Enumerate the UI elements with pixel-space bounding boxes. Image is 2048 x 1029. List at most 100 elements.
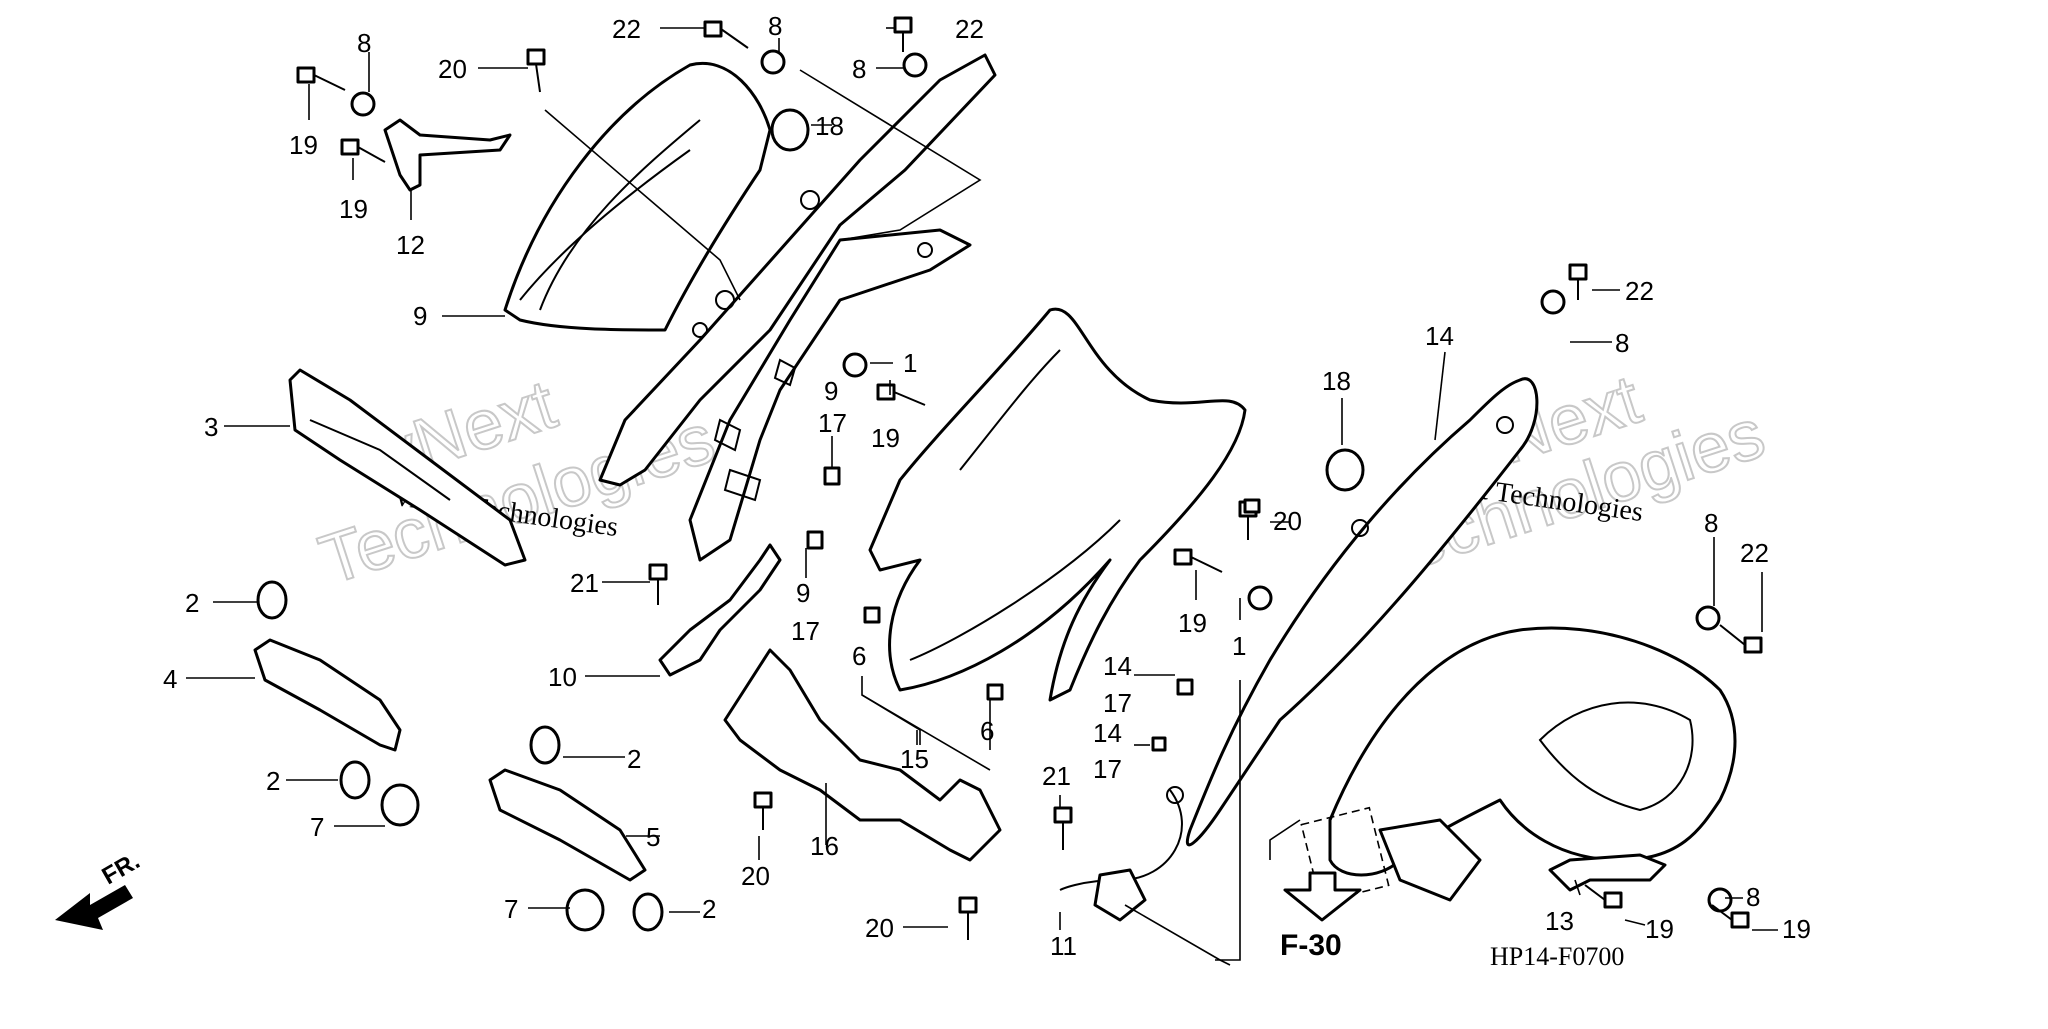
collar-icon: [1247, 585, 1273, 611]
callout-2: 2: [702, 894, 716, 924]
callout-19: 19: [339, 194, 368, 224]
callout-17: 17: [1103, 688, 1132, 718]
bolt-icon: [1584, 884, 1623, 909]
fastener-icons: [256, 49, 1733, 932]
windscreen-part: [503, 62, 772, 332]
callout-17: 17: [1093, 754, 1122, 784]
callout-8: 8: [1746, 882, 1760, 912]
bolt-icons: [296, 16, 1763, 940]
bolt-icon: [958, 896, 978, 940]
bolt-icon: [753, 791, 773, 830]
callout-9: 9: [796, 578, 810, 608]
callout-5: 5: [646, 822, 660, 852]
side-cowl-part: [1185, 377, 1539, 847]
collar-icon: [1695, 605, 1721, 631]
callout-15: 15: [900, 744, 929, 774]
grommet-icon: [565, 888, 605, 932]
callout-17: 17: [791, 616, 820, 646]
bracket-3-part: [288, 368, 527, 567]
callout-18: 18: [815, 111, 844, 141]
bracket-12-part: [383, 118, 512, 192]
grommet-icon: [380, 783, 420, 827]
direction-indicator: FR.: [55, 847, 144, 930]
bolt-icon: [296, 66, 346, 91]
bolt-icon: [1173, 548, 1223, 573]
callout-22: 22: [612, 14, 641, 44]
callout-19: 19: [871, 423, 900, 453]
collar-icon: [902, 52, 928, 78]
callout-19: 19: [289, 130, 318, 160]
front-arrow-icon: [55, 885, 133, 930]
callout-21: 21: [570, 568, 599, 598]
callout-8: 8: [357, 28, 371, 58]
bolt-icon: [703, 20, 749, 49]
grommet-icon: [339, 760, 371, 800]
callout-3: 3: [204, 412, 218, 442]
callout-19: 19: [1645, 914, 1674, 944]
bolt-icon: [1719, 624, 1763, 654]
callout-14: 14: [1093, 718, 1122, 748]
callout-6: 6: [852, 641, 866, 671]
callout-1: 1: [903, 348, 917, 378]
bolt-icon: [1568, 263, 1588, 300]
clip-icon: [806, 530, 824, 550]
callout-14: 14: [1425, 321, 1454, 351]
collar-icon: [1540, 289, 1566, 315]
callout-19: 19: [1782, 914, 1811, 944]
callout-20: 20: [438, 54, 467, 84]
diagram-code: HP14-F0700: [1490, 942, 1624, 971]
callout-22: 22: [955, 14, 984, 44]
bolt-icon: [526, 48, 546, 93]
callout-14: 14: [1103, 651, 1132, 681]
clip-icon: [1151, 736, 1167, 752]
bolt-icon: [340, 138, 386, 163]
callout-20: 20: [1273, 506, 1302, 536]
grommet-icon: [256, 580, 288, 620]
callout-8: 8: [1615, 328, 1629, 358]
callout-10: 10: [548, 662, 577, 692]
callout-22: 22: [1740, 538, 1769, 568]
bolt-icon: [876, 383, 926, 406]
callout-12: 12: [396, 230, 425, 260]
callout-21: 21: [1042, 761, 1071, 791]
grommet-icon: [770, 108, 810, 152]
front-fender-part: [1328, 626, 1737, 902]
bracket-13-part: [1548, 853, 1667, 892]
callout-6: 6: [980, 716, 994, 746]
callout-7: 7: [310, 812, 324, 842]
callout-8: 8: [1704, 508, 1718, 538]
grommet-icon: [1325, 448, 1365, 492]
arrow-down-icon: [1283, 871, 1362, 922]
clip-icon: [986, 683, 1004, 701]
reference-label: F-30: [1280, 929, 1342, 962]
callout-9: 9: [413, 301, 427, 331]
bolt-icon: [1053, 806, 1073, 850]
grommet-icon: [632, 892, 664, 932]
callout-2: 2: [185, 588, 199, 618]
grommet-icon: [529, 725, 561, 765]
callout-20: 20: [741, 861, 770, 891]
bracket-4-part: [253, 638, 402, 752]
callout-22: 22: [1625, 276, 1654, 306]
bolt-icon: [1243, 498, 1261, 514]
callout-13: 13: [1545, 906, 1574, 936]
bolt-icon: [648, 563, 668, 605]
callout-20: 20: [865, 913, 894, 943]
callout-18: 18: [1322, 366, 1351, 396]
clip-icon: [863, 606, 881, 624]
callout-7: 7: [504, 894, 518, 924]
callout-8: 8: [852, 54, 866, 84]
under-cover-16-part: [723, 648, 1002, 862]
wire-10-part: [658, 543, 782, 677]
upper-stay-frame: [598, 53, 997, 562]
leader-lines: [186, 27, 1778, 966]
bracket-5-part: [488, 768, 647, 882]
collar-icon: [350, 91, 376, 117]
callout-8: 8: [768, 11, 782, 41]
f30-reference: F-30: [1280, 806, 1390, 962]
callout-19: 19: [1178, 608, 1207, 638]
bolt-icon: [1711, 904, 1750, 929]
callout-17: 17: [818, 408, 847, 438]
